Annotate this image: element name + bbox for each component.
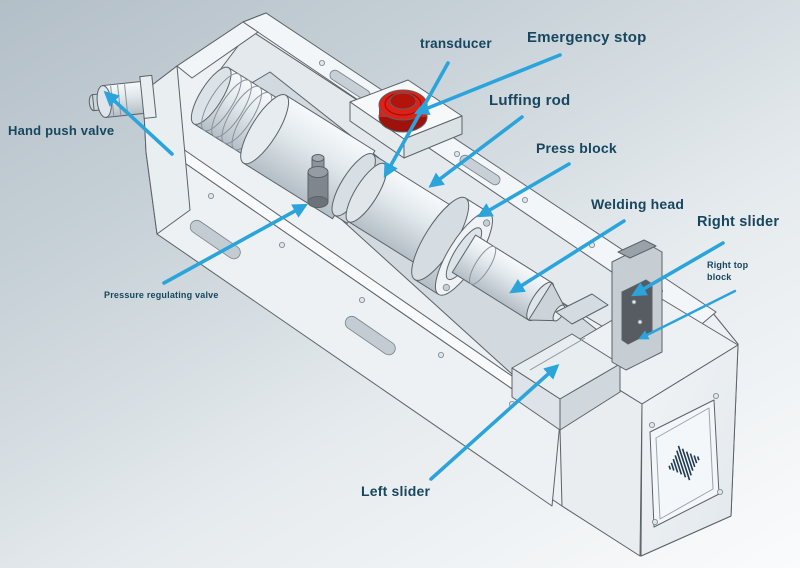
arrow-left-slider (429, 363, 560, 481)
back-wall-slots (329, 69, 501, 186)
arrow-right-slider (631, 241, 725, 297)
arrow-pressure-regulating-valve (162, 203, 308, 285)
welding-head-graphic (451, 234, 566, 322)
label-left-slider: Left slider (361, 483, 431, 499)
annotation-arrows (103, 53, 737, 481)
label-hand-push-valve: Hand push valve (8, 123, 115, 138)
arrow-right-top-block (638, 289, 737, 340)
label-press-block: Press block (536, 140, 617, 156)
arrow-press-block (477, 162, 571, 218)
label-transducer: transducer (420, 36, 492, 51)
arrow-luffing-rod (428, 115, 524, 188)
arrow-welding-head (509, 219, 626, 294)
brand-panel (649, 399, 720, 528)
label-emergency-stop: Emergency stop (527, 29, 647, 46)
label-luffing-rod: Luffing rod (489, 92, 571, 109)
waveform-icon (668, 445, 700, 481)
horn-clamp-graphic (555, 293, 609, 325)
arrow-hand-push-valve (103, 90, 174, 156)
label-welding-head: Welding head (591, 196, 685, 212)
top-left-plate (176, 21, 259, 79)
hand-push-valve-graphic (88, 74, 157, 119)
label-pressure-regulating-valve: Pressure regulating valve (104, 290, 219, 300)
arrow-transducer (383, 61, 450, 178)
transducer-graphic (190, 66, 566, 322)
pressure-valve-graphic (307, 154, 329, 208)
front-face-screws (207, 192, 515, 407)
arrow-emergency-stop (413, 53, 562, 116)
label-right-slider: Right slider (697, 214, 780, 230)
right-slider-graphic (611, 239, 663, 371)
label-right-top-block: Right top block (707, 260, 749, 282)
